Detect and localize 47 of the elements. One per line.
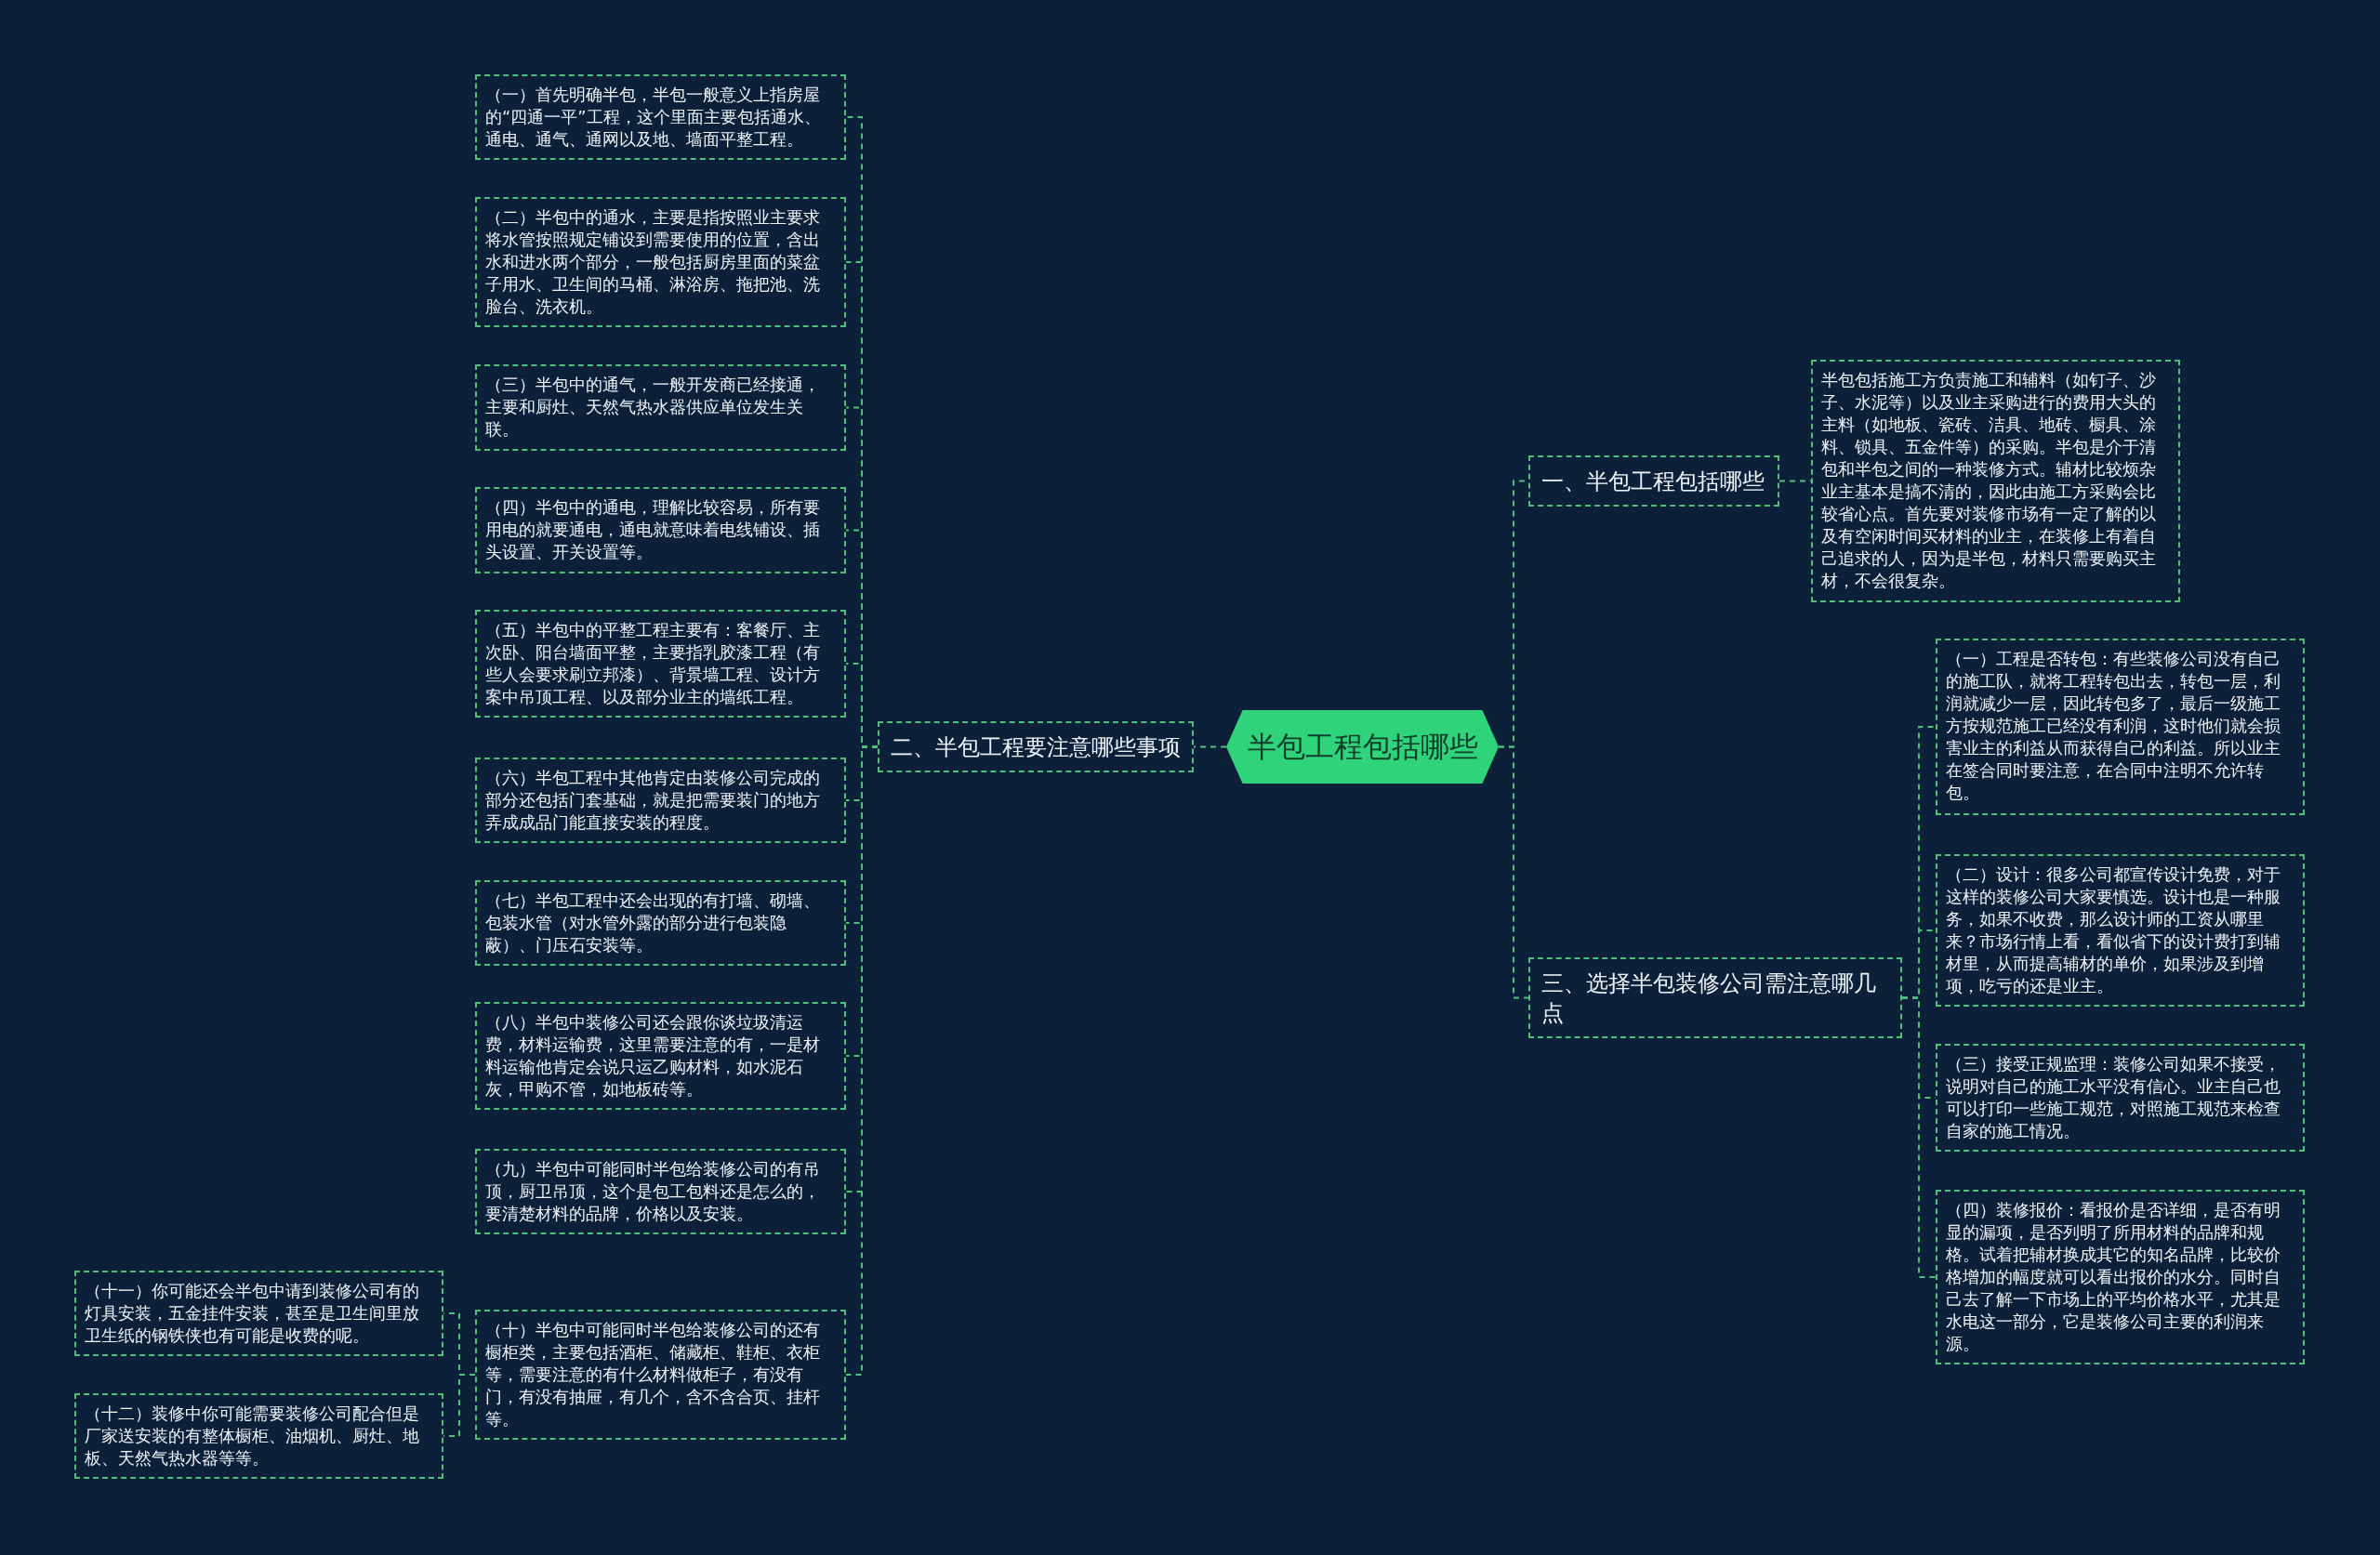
connector-line: [443, 1374, 476, 1437]
note-box: [475, 610, 846, 718]
branch-topic-text: 三、选择半包装修公司需注意哪几点: [1541, 969, 1877, 1028]
note-text: （十二）装修中你可能需要装修公司配合但是厂家送安装的有整体橱柜、油烟机、厨灶、地板、天然气热水器等等。: [85, 1403, 420, 1469]
note-text: （五）半包中的平整工程主要有：客餐厅、主次卧、阳台墙面平整，主要指乳胶漆工程（有些人会要求刷立邦漆）、背景墙工程、设计方案中吊顶工程、以及部分业主的墙纸工程。: [485, 619, 821, 708]
note-text: （十一）你可能还会半包中请到装修公司有的灯具安装，五金挂件安装，甚至是卫生间里放卫生纸的钢铁侠也有可能是收费的呢。: [85, 1280, 420, 1347]
note-box: [74, 1393, 443, 1479]
note-text: （二）设计：很多公司都宣传设计免费，对于这样的装修公司大家要慎选。设计也是一种服务，如果不收费，那么设计师的工资从哪里来？市场行情上看，看似省下的设计费打到辅材里，从而提高辅材的单价，如果涉及到增项，吃亏的还是业主。: [1946, 863, 2281, 997]
branch-topic-box: [1528, 455, 1779, 507]
note-text: （七）半包工程中还会出现的有打墙、砌墙、包装水管（对水管外露的部分进行包装隐蔽）、门压石安装等。: [485, 890, 821, 956]
note-box: [475, 74, 846, 160]
note-box: [475, 1149, 846, 1234]
note-box: [1811, 360, 2180, 602]
note-text: （一）首先明确半包，半包一般意义上指房屋的“四通一平”工程，这个里面主要包括通水、通电、通气、通网以及地、墙面平整工程。: [485, 84, 822, 151]
connector-line: [1778, 480, 1812, 482]
connector-line: [1901, 996, 1937, 1278]
note-box: [475, 487, 846, 573]
note-text: （三）半包中的通气，一般开发商已经接通，主要和厨灶、天然气热水器供应单位发生关联。: [485, 374, 821, 441]
note-box: [1936, 1190, 2305, 1364]
note-text: （六）半包工程中其他肯定由装修公司完成的部分还包括门套基础，就是把需要装门的地方弄成成品门能直接安装的程度。: [485, 767, 821, 834]
note-text: （九）半包中可能同时半包给装修公司的有吊顶，厨卫吊顶，这个是包工包料还是怎么的，要清楚材料的品牌，价格以及安装。: [485, 1158, 821, 1225]
note-box: [1936, 854, 2305, 1007]
note-box: [1936, 1044, 2305, 1152]
note-text: 半包包括施工方负责施工和辅料（如钉子、沙子、水泥等）以及业主采购进行的费用大头的主料（如地板、瓷砖、洁具、地砖、橱具、涂料、锁具、五金件等）的采购。半包是介于清包和半包之间的一种装修方式。辅材比较烦杂业主基本是搞不清的，因此由施工方采购会比较省心点。首先要对装修市场有一定了解的以及有空闲时间买材料的业主，在装修上有着自己追求的人，因为是半包，材料只需要购买主材，不会很复杂。: [1821, 369, 2157, 592]
note-box: [475, 1310, 846, 1440]
connector-line: [1193, 745, 1227, 748]
central-topic-hexagon: [1226, 710, 1499, 784]
branch-topic-text: 二、半包工程要注意哪些事项: [891, 732, 1181, 762]
note-text: （四）半包中的通电，理解比较容易，所有要用电的就要通电，通电就意味着电线铺设、插头设置、开关设置等。: [485, 496, 821, 563]
note-box: [475, 1002, 846, 1110]
note-box: [1936, 639, 2305, 815]
note-box: [475, 197, 846, 327]
note-text: （十）半包中可能同时半包给装修公司的还有橱柜类，主要包括酒柜、储藏柜、鞋柜、衣柜等，需要注意的有什么材料做柜子，有没有门，有没有抽屉，有几个，含不含合页、挂杆等。: [485, 1319, 821, 1430]
note-box: [74, 1271, 443, 1356]
note-text: （三）接受正规监理：装修公司如果不接受，说明对自己的施工水平没有信心。业主自己也可以打印一些施工规范，对照施工规范来检查自家的施工情况。: [1946, 1053, 2281, 1142]
note-box: [475, 758, 846, 843]
note-text: （四）装修报价：看报价是否详细，是否有明显的漏项，是否列明了所用材料的品牌和规格。试着把辅材换成其它的知名品牌，比较价格增加的幅度就可以看出报价的水分。同时自己去了解一下市场上的平均价格水平，尤其是水电这一部分，它是装修公司主要的利润来源。: [1946, 1199, 2281, 1355]
note-text: （八）半包中装修公司还会跟你谈垃圾清运费，材料运输费，这里需要注意的有，一是材料运输他肯定会说只运乙购材料，如水泥石灰，甲购不管，如地板砖等。: [485, 1011, 821, 1100]
branch-topic-box: [878, 721, 1194, 772]
note-box: [475, 880, 846, 966]
note-box: [475, 364, 846, 451]
connector-line: [1498, 745, 1529, 999]
central-topic-text: 半包工程包括哪些: [1247, 728, 1478, 765]
note-text: （一）工程是否转包：有些装修公司没有自己的施工队，就将工程转包出去，转包一层，利润就减少一层，因此转包多了，最后一级施工方按规范施工已经没有利润，这时他们就会损害业主的利益从而获得自己的利益。所以业主在签合同时要注意，在合同中注明不允许转包。: [1946, 648, 2281, 804]
note-text: （二）半包中的通水，主要是指按照业主要求将水管按照规定铺设到需要使用的位置，含出水和进水两个部分，一般包括厨房里面的菜盆子用水、卫生间的马桶、淋浴房、拖把池、洗脸台、洗衣机。: [485, 206, 821, 318]
branch-topic-box: [1528, 957, 1902, 1038]
branch-topic-text: 一、半包工程包括哪些: [1541, 467, 1765, 496]
